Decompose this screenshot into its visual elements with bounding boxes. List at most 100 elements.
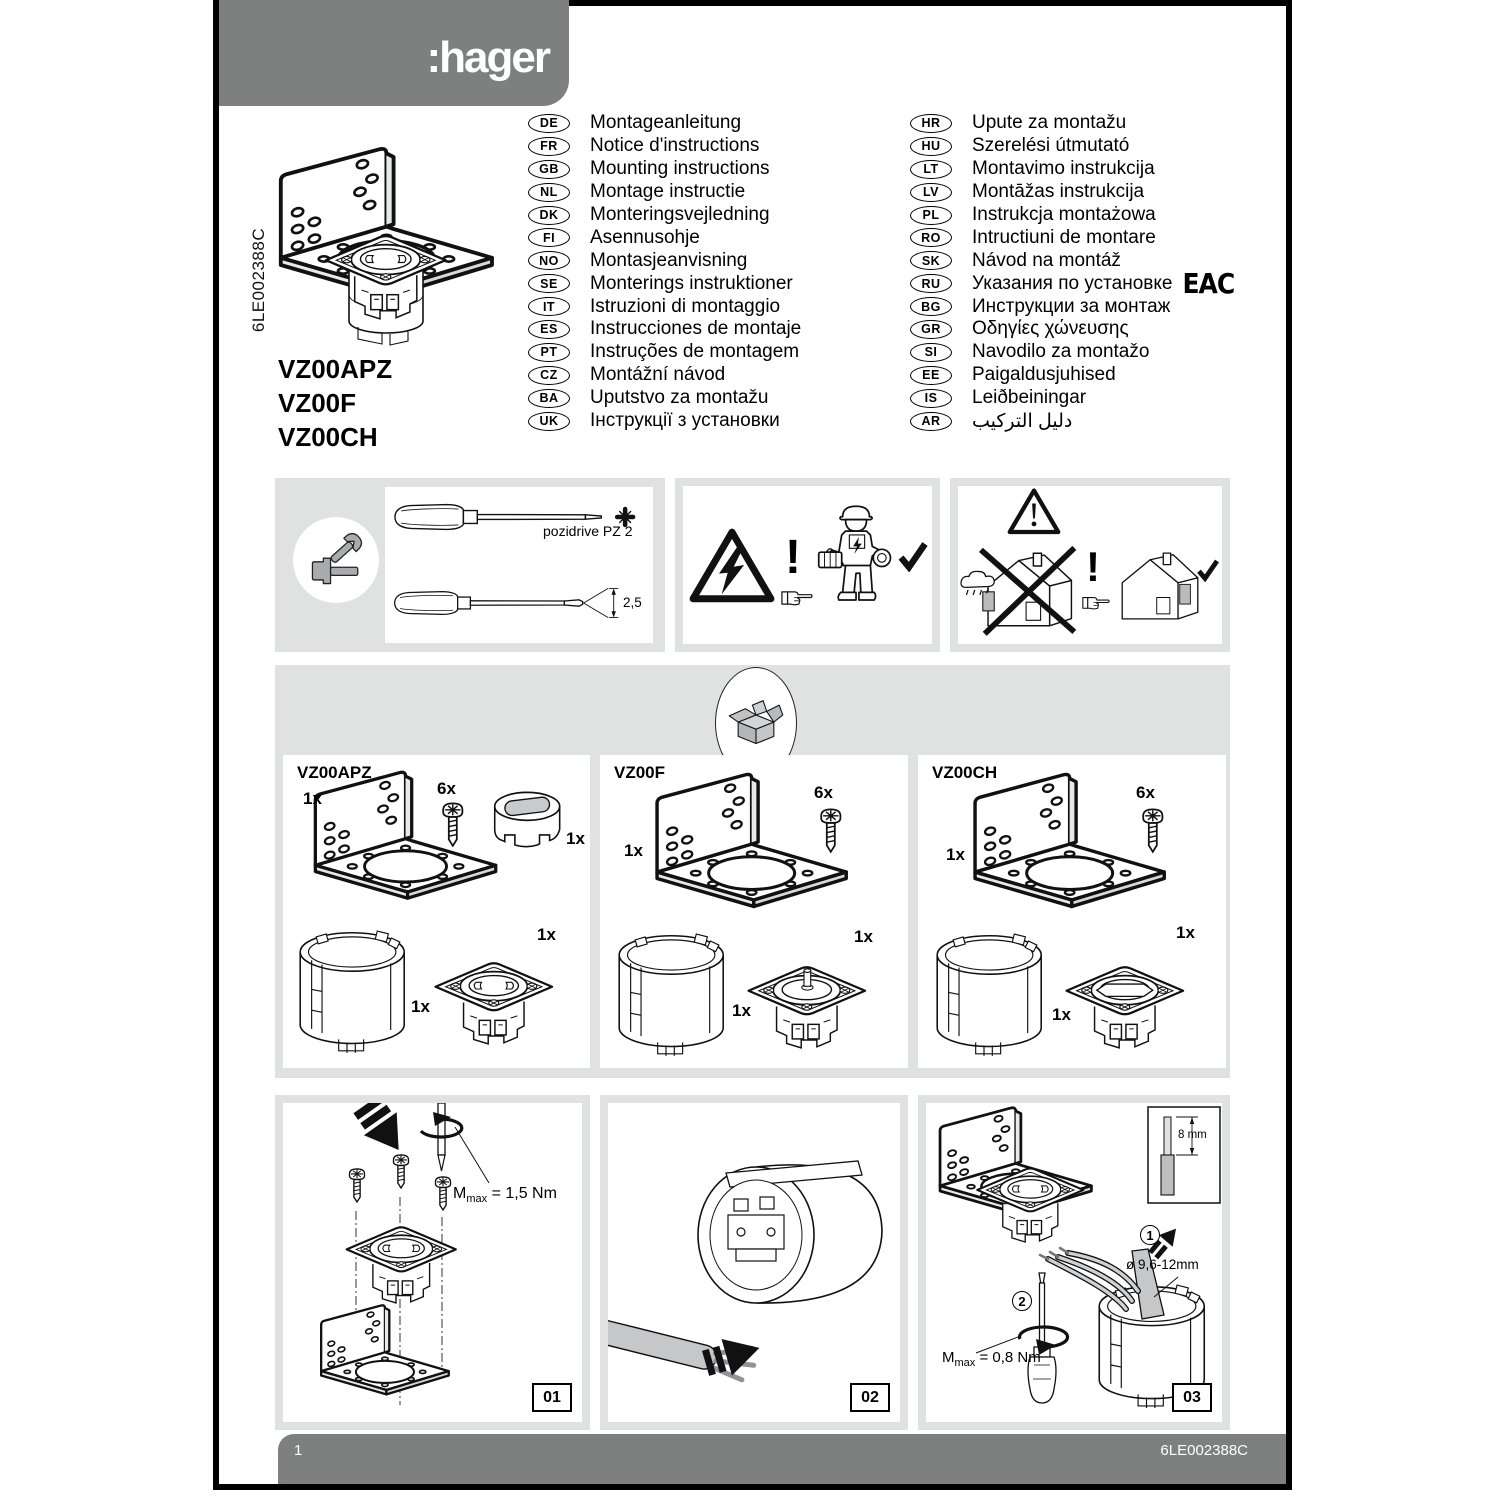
package-contents-illustration: [299, 770, 561, 1054]
torque-symbol: M: [453, 1185, 467, 1202]
outdoor-house-crossed-icon: [960, 545, 1077, 636]
tools-panel: pozidrive PZ 2 2,5: [275, 478, 665, 652]
hager-logo: :hager: [426, 33, 551, 82]
product-code: VZ00CH: [278, 422, 378, 452]
language-code-badge: FR: [528, 136, 570, 156]
language-label: Paigaldusjuhised: [972, 364, 1116, 386]
package-box-title: VZ00APZ: [297, 763, 372, 782]
language-code-badge: PT: [528, 342, 570, 362]
flat-width-label: 2,5: [623, 595, 642, 610]
language-code-badge: BA: [528, 388, 570, 408]
language-code-badge: DK: [528, 205, 570, 225]
language-code-badge: AR: [910, 411, 952, 431]
step-02-illustration: [608, 1160, 883, 1383]
language-label: Uputstvo za montažu: [590, 387, 769, 409]
language-row: FR Notice d'instructions: [528, 135, 801, 158]
step-number-badge: 01: [532, 1383, 572, 1412]
torque-subscript: max: [466, 1193, 488, 1206]
step-03-panel: 8 mm 1 ø 9,6-12mm 2 Mmax = 0,8 Nm 03: [918, 1095, 1230, 1430]
language-code-badge: NO: [528, 251, 570, 271]
warning-electrician-panel: !: [675, 478, 940, 652]
product-codes: VZ00APZ VZ00F VZ00CH: [278, 352, 392, 454]
wrench-hammer-icon: [307, 531, 365, 589]
language-code-badge: BG: [910, 297, 952, 317]
step-mark-2: 2: [1012, 1291, 1032, 1311]
step-01-illustration: [319, 1103, 490, 1405]
language-label: Navodilo za montažo: [972, 341, 1150, 363]
language-label: Monteringsvejledning: [590, 204, 770, 225]
language-label: Montāžas instrukcija: [972, 181, 1145, 203]
quantity-label: 1x: [854, 927, 873, 946]
language-label: Szerelési útmutató: [972, 135, 1130, 157]
quantity-label: 1x: [303, 789, 322, 808]
quantity-label: 1x: [732, 1001, 751, 1020]
language-code-badge: CZ: [528, 365, 570, 385]
language-label: Upute za montažu: [972, 112, 1127, 134]
torque-spec: Mmax = 0,8 Nm: [942, 1349, 1041, 1369]
package-box-vz00apz: VZ00APZ 1x 6x 1x 1x 1x: [283, 755, 590, 1068]
language-label: Montasjeanvisning: [590, 249, 748, 271]
language-label: Notice d'instructions: [590, 135, 760, 157]
language-code-badge: LT: [910, 159, 952, 179]
language-row: DE Montageanleitung: [528, 112, 801, 135]
language-label: Istruzioni di montaggio: [590, 295, 781, 317]
quantity-label: 6x: [814, 783, 833, 802]
language-row: DK Monteringsvejledning: [528, 204, 801, 227]
language-code-badge: UK: [528, 411, 570, 431]
language-code-badge: SE: [528, 274, 570, 294]
language-label: Monterings instruktioner: [590, 272, 793, 294]
step-mark-1: 1: [1140, 1225, 1160, 1245]
language-code-badge: DE: [528, 113, 570, 133]
language-code-badge: RO: [910, 228, 952, 248]
exclamation-mark: !: [785, 531, 801, 584]
indoor-house-icon: [1121, 552, 1199, 620]
language-code-badge: RU: [910, 274, 952, 294]
language-row: NO Montasjeanvisning: [528, 249, 801, 272]
package-box-vz00ch: VZ00CH 1x 6x 1x 1x: [918, 755, 1226, 1068]
step-01-panel: Mmax = 1,5 Nm 01: [275, 1095, 590, 1430]
tools-detail-box: pozidrive PZ 2 2,5: [385, 487, 653, 643]
language-row: GB Mounting instructions: [528, 158, 801, 181]
torque-spec: Mmax = 1,5 Nm: [453, 1185, 557, 1205]
language-label: Intructiuni de montare: [972, 226, 1156, 248]
language-code-badge: SK: [910, 251, 952, 271]
language-label: Mounting instructions: [590, 158, 770, 180]
checkmark-icon: [1196, 556, 1220, 584]
torque-subscript: max: [954, 1357, 976, 1369]
torque-value: = 0,8 Nm: [979, 1349, 1041, 1366]
package-contents-illustration: [618, 772, 908, 1057]
open-box-icon: [727, 698, 785, 748]
package-box-title: VZ00CH: [932, 763, 998, 782]
step-01-inner: Mmax = 1,5 Nm 01: [283, 1103, 582, 1422]
quantity-label: 1x: [624, 841, 643, 860]
language-label: Leiðbeiningar: [972, 387, 1087, 409]
language-code-badge: FI: [528, 228, 570, 248]
step-03-inner: 8 mm 1 ø 9,6-12mm 2 Mmax = 0,8 Nm 03: [926, 1103, 1222, 1422]
language-label: Montageanleitung: [590, 112, 742, 134]
language-code-badge: GB: [528, 159, 570, 179]
warning-indoor-inner: !: [958, 486, 1222, 644]
language-label: Montage instructie: [590, 181, 746, 203]
language-label: Інструкції з установки: [590, 410, 780, 432]
quantity-label: 1x: [537, 925, 556, 944]
language-code-badge: LV: [910, 182, 952, 202]
language-label: Návod na montáž: [972, 249, 1121, 271]
product-code: VZ00F: [278, 388, 357, 418]
language-label: Instrukcja montażowa: [972, 204, 1156, 225]
language-label: Указания по установке: [972, 272, 1173, 294]
quantity-label: 1x: [566, 829, 585, 848]
package-contents-illustration: [936, 772, 1226, 1057]
language-list-left: DE Montageanleitung FR Notice d'instructio…: [528, 112, 801, 432]
